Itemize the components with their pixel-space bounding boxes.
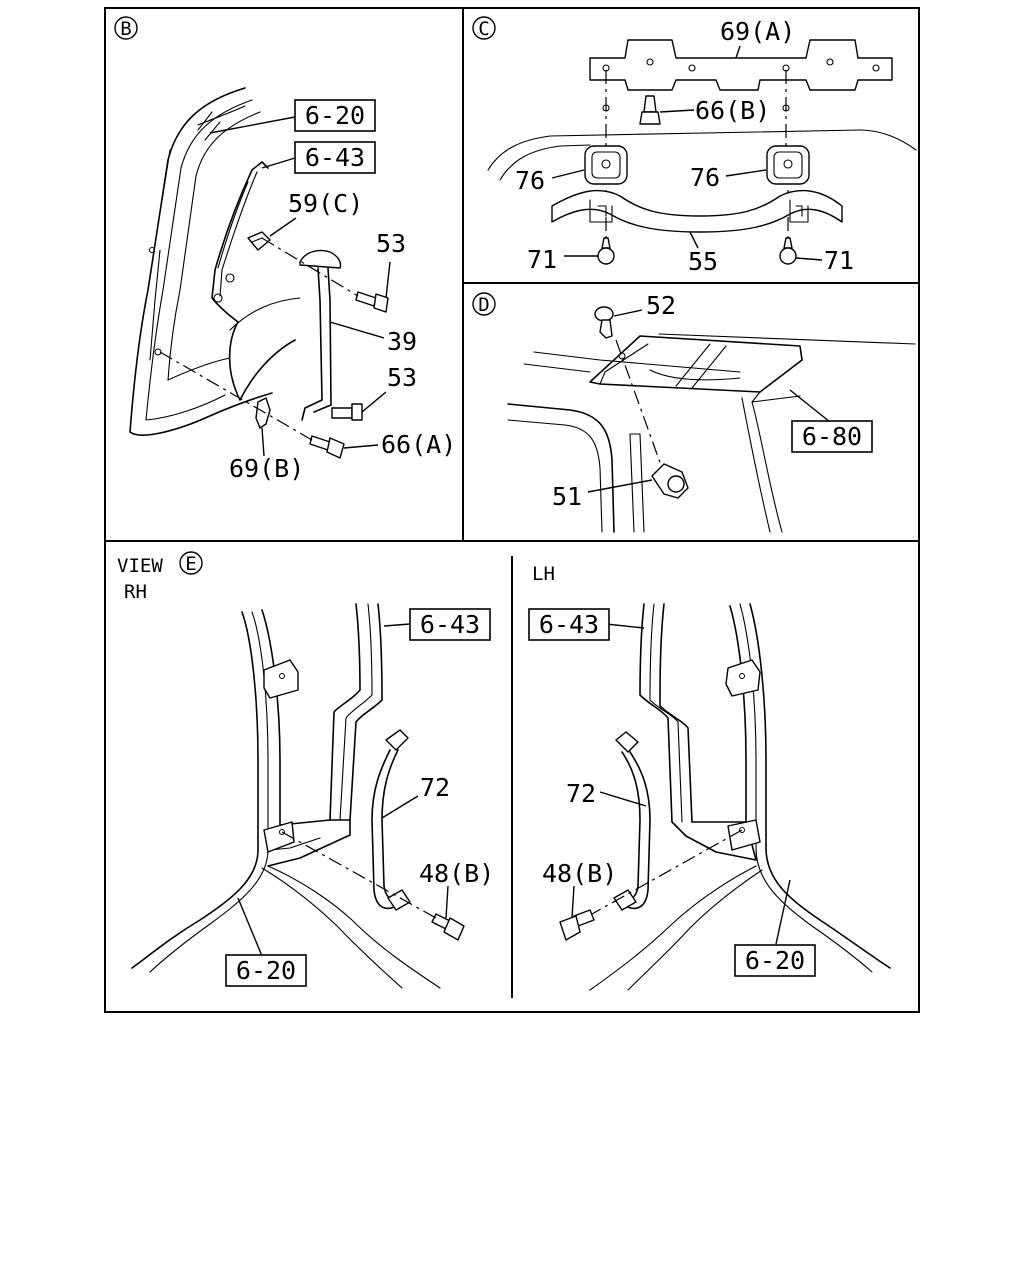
lh-label: LH <box>532 563 555 585</box>
screw-71-right <box>779 237 797 265</box>
lh-label-72: 72 <box>566 779 596 808</box>
clip-59c <box>247 231 271 251</box>
rh-body-drawing <box>131 603 441 989</box>
label-53-upper: 53 <box>376 229 406 258</box>
label-66b: 66(B) <box>695 96 770 125</box>
ref-box-6-20 <box>294 99 376 132</box>
rh-ref-box-6-20 <box>225 954 307 987</box>
ref-6-80: 6-80 <box>802 422 862 451</box>
bracket-39 <box>299 249 342 421</box>
bolt-53-upper <box>355 291 389 313</box>
label-66a: 66(A) <box>381 430 456 459</box>
bracket-69a <box>589 39 893 91</box>
panel-e-tag: E <box>179 551 203 575</box>
rh-stay-72 <box>371 729 411 911</box>
rh-ref-6-20: 6-20 <box>236 956 296 985</box>
diagram-frames <box>104 7 920 1013</box>
rh-label: RH <box>124 581 147 603</box>
label-76-right: 76 <box>690 163 720 192</box>
bolt-53-lower <box>331 403 363 421</box>
panel-b: B <box>114 16 456 483</box>
rh-bolt-48b <box>431 913 465 941</box>
ref-box-6-43 <box>294 141 376 174</box>
panel-c: C <box>472 16 917 276</box>
lh-body-drawing <box>589 603 891 991</box>
grab-handle-55 <box>551 189 843 233</box>
rh-ref-6-43: 6-43 <box>420 610 480 639</box>
label-71-right: 71 <box>824 246 854 275</box>
bolt-66a <box>309 435 345 459</box>
rh-label-48b: 48(B) <box>419 859 494 888</box>
lh-ref-6-43: 6-43 <box>539 610 599 639</box>
lh-stay-72 <box>613 731 651 911</box>
ref-6-43: 6-43 <box>305 143 365 172</box>
ref-6-20: 6-20 <box>305 101 365 130</box>
screw-71-left <box>597 237 615 265</box>
svg-text:B: B <box>120 18 131 40</box>
rh-label-72: 72 <box>420 773 450 802</box>
rear-pillar-drawing <box>129 87 301 436</box>
bolt-66b <box>639 95 661 125</box>
clip-69b <box>255 397 271 429</box>
panel-e-rh: VIEW E RH <box>117 551 494 989</box>
panel-e-lh: LH <box>528 563 891 991</box>
lh-ref-6-20: 6-20 <box>745 946 805 975</box>
svg-text:C: C <box>478 18 489 40</box>
label-59c: 59(C) <box>288 189 363 218</box>
panel-b-tag: B <box>114 16 138 40</box>
label-51: 51 <box>552 482 582 511</box>
label-53-lower: 53 <box>387 363 417 392</box>
panel-d: D <box>472 291 916 533</box>
ref-box-6-80 <box>791 420 873 453</box>
lh-ref-box-6-20 <box>734 944 816 977</box>
label-69b: 69(B) <box>229 454 304 483</box>
panel-d-tag: D <box>472 292 496 316</box>
label-69a: 69(A) <box>720 17 795 46</box>
clip-51 <box>651 463 689 499</box>
label-52: 52 <box>646 291 676 320</box>
label-55: 55 <box>688 247 718 276</box>
svg-text:D: D <box>478 294 489 316</box>
label-39: 39 <box>387 327 417 356</box>
lh-label-48b: 48(B) <box>542 859 617 888</box>
roof-rail-drawing <box>507 333 916 533</box>
view-word: VIEW <box>117 555 163 577</box>
screw-52 <box>594 306 614 339</box>
label-76-left: 76 <box>515 166 545 195</box>
rh-ref-box-6-43 <box>409 608 491 641</box>
lh-ref-box-6-43 <box>528 608 610 641</box>
clip-76-left <box>584 145 628 185</box>
clip-76-right <box>766 145 810 185</box>
lh-bolt-48b <box>559 909 595 941</box>
label-71-left: 71 <box>527 245 557 274</box>
svg-text:E: E <box>185 553 196 575</box>
panel-c-tag: C <box>472 16 496 40</box>
